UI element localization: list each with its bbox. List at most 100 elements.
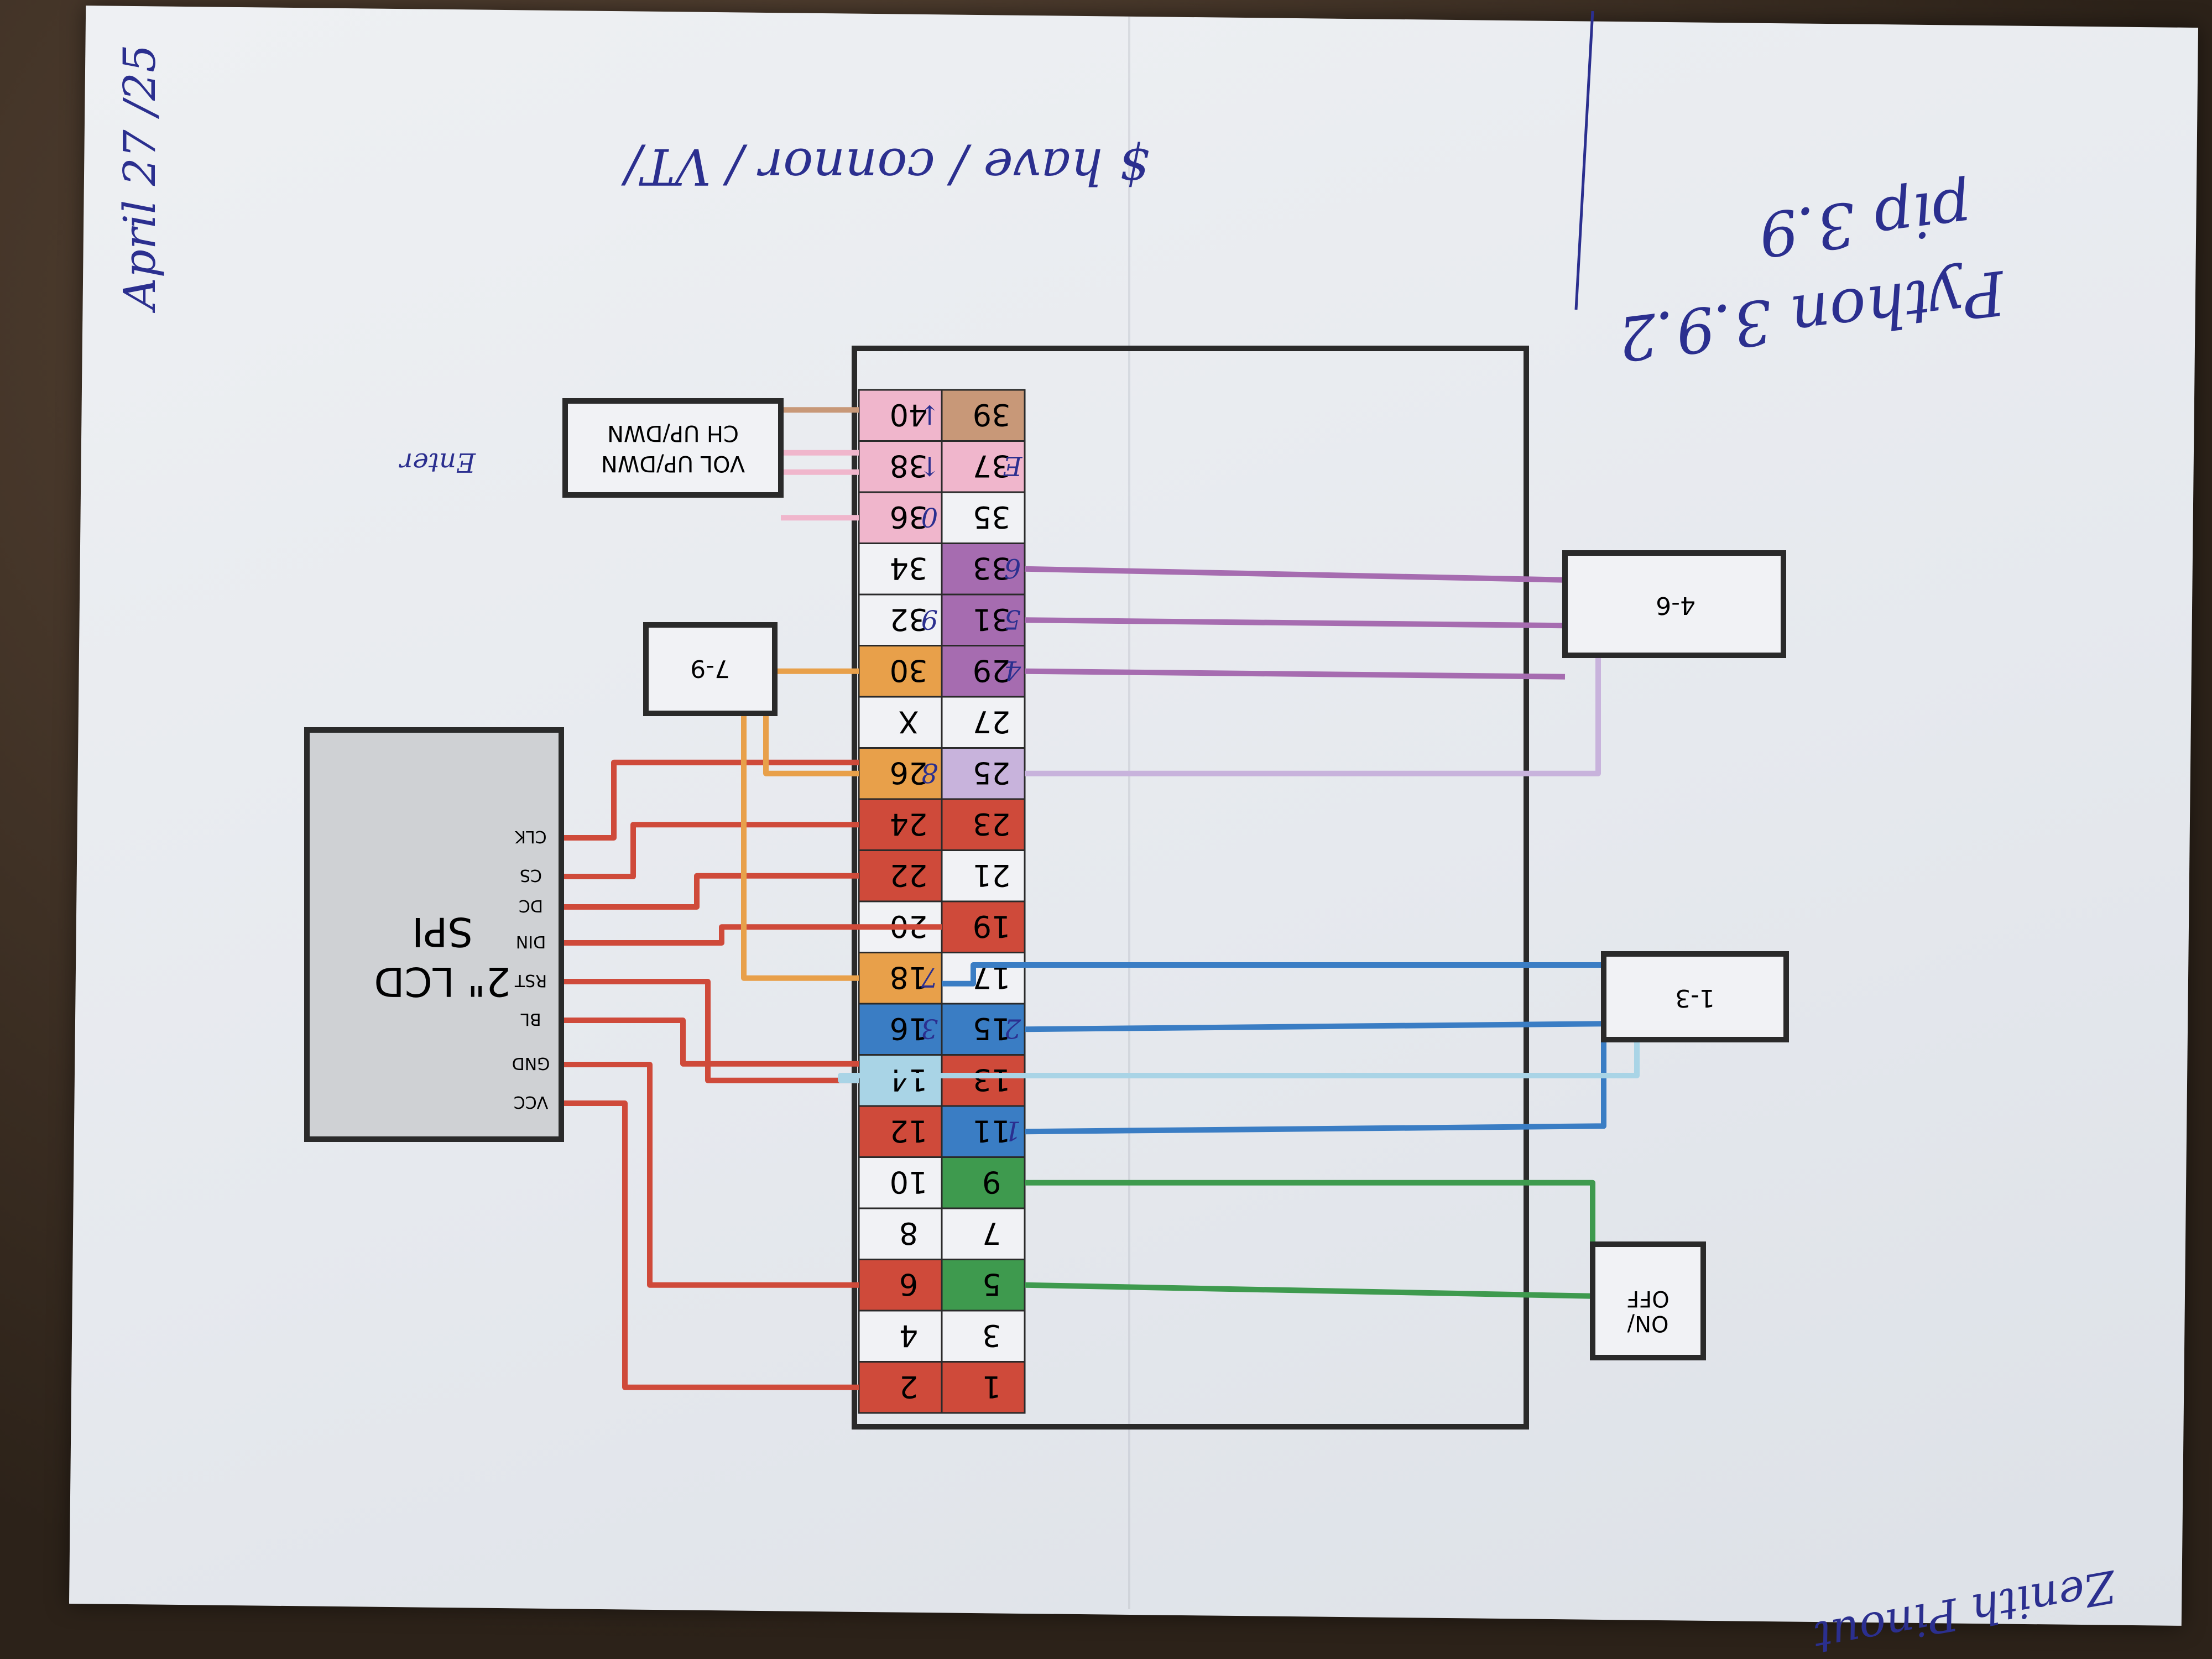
pin-inner-2-number: 2 xyxy=(899,1369,918,1404)
pi-board-outline xyxy=(852,346,1529,1430)
pin-39-cell xyxy=(941,389,1026,442)
pin-inner-38-number: 38 xyxy=(890,448,928,483)
pin-inner-30-cell xyxy=(858,645,943,698)
wire-vcc xyxy=(561,1100,859,1390)
pin-25-number: 25 xyxy=(973,755,1011,790)
pin-inner-14-number: 14 xyxy=(890,1062,928,1097)
wire-dc xyxy=(561,873,859,910)
pin-13-number: 13 xyxy=(973,1062,1011,1097)
pin-inner-40-number: 40 xyxy=(890,397,928,432)
pin-23-cell xyxy=(941,798,1026,851)
pin-39-number: 39 xyxy=(973,397,1011,432)
pin-9-number: 9 xyxy=(982,1165,1001,1199)
pin-13-cell xyxy=(941,1054,1026,1107)
pin-inner-2-cell xyxy=(858,1361,943,1414)
pin-inner-30-number: 30 xyxy=(890,653,928,688)
pin-inner-6-number: 6 xyxy=(899,1267,918,1302)
on-off-label-line1: ON/ xyxy=(1627,1311,1668,1336)
title-note: Zenith Pinout xyxy=(1809,1560,2121,1659)
pin-7-number: 7 xyxy=(982,1215,1001,1250)
pin-27-number: 27 xyxy=(973,704,1011,739)
pin-inner-40-cell xyxy=(858,389,943,442)
lcd-title-line2: SPI xyxy=(412,909,473,955)
keypad-4-6-box xyxy=(1562,550,1786,658)
pin-inner-24-number: 24 xyxy=(890,806,928,841)
wire-4-6-a xyxy=(1024,668,1566,680)
wire-on-off-b xyxy=(1025,1180,1595,1244)
pin-inner-34-number: 34 xyxy=(890,551,928,586)
wire-1-3-c xyxy=(942,962,1604,987)
pin-9-cell xyxy=(941,1156,1026,1209)
pin-inner-32-annotation: 9 xyxy=(921,603,938,634)
wire-cs xyxy=(561,822,859,879)
wire-7-9-c xyxy=(763,713,859,776)
pin-inner-32-cell xyxy=(858,593,943,646)
pin-inner-36-number: 36 xyxy=(890,499,928,534)
lcd-title-line1: 2" LCD xyxy=(374,958,511,1005)
pin-15-annotation: 2 xyxy=(1004,1013,1022,1044)
pin-inner-26-cell xyxy=(858,747,943,800)
pin-inner-4-number: 4 xyxy=(899,1318,918,1353)
wire-4-6-d xyxy=(1025,655,1601,776)
keypad-7-9-label: 7-9 xyxy=(690,654,730,682)
pin-inner-18-annotation: 7 xyxy=(921,962,938,993)
gpio-header: 13579111131521719212325272943153363537E3… xyxy=(858,389,1026,1414)
pin-29-number: 29 xyxy=(973,653,1011,688)
pin-inner-26-number: 26 xyxy=(890,755,928,790)
lcd-pin-label-dc: DC xyxy=(519,896,543,915)
wire-1-3-d xyxy=(838,1040,1640,1083)
pin-35-number: 35 xyxy=(973,499,1011,534)
lcd-pin-label-din: DIN xyxy=(516,932,546,951)
pin-inner-26-annotation: 8 xyxy=(921,757,938,788)
wire-rst xyxy=(561,979,859,1083)
pin-27-cell xyxy=(941,696,1026,749)
wire-din xyxy=(561,924,942,946)
pin-inner-40-annotation: ↓ xyxy=(919,399,941,430)
pin-31-number: 31 xyxy=(973,602,1011,637)
pin-19-number: 19 xyxy=(973,909,1011,943)
wire-gnd xyxy=(561,1062,859,1288)
pin-11-annotation: 1 xyxy=(1004,1115,1021,1146)
lcd-pin-label-bl: BL xyxy=(520,1009,541,1029)
wire-4-6-b xyxy=(1024,617,1566,629)
wire-4-6-c xyxy=(1024,566,1566,583)
lcd-pin-label-gnd: GND xyxy=(512,1053,550,1073)
wire-layer xyxy=(561,401,1640,1390)
pin-5-number: 5 xyxy=(982,1267,1001,1302)
keypad-7-9-box xyxy=(643,622,778,716)
wire-clk xyxy=(561,759,859,841)
pin-31-cell xyxy=(941,593,1026,646)
pin-inner-16-number: 16 xyxy=(890,1011,928,1046)
lcd-pin-label-clk: CLK xyxy=(514,827,547,846)
vol-label: VOL UP/DWN xyxy=(601,451,745,476)
ch-label: CH UP/DWN xyxy=(607,420,739,446)
pip-note: pip 3.9 xyxy=(1755,174,1976,270)
vol-ch-box xyxy=(562,398,784,498)
pin-17-cell xyxy=(941,952,1026,1005)
pin-33-annotation: 6 xyxy=(1004,552,1021,583)
pin-inner-6-cell xyxy=(858,1259,943,1312)
header-note: $ have / connor / VT/ xyxy=(621,137,1150,195)
on-off-label-line2: OFF xyxy=(1626,1286,1670,1311)
pin-37-number: 37 xyxy=(973,448,1011,483)
pin-inner-10-number: 10 xyxy=(890,1165,928,1199)
pin-inner-16-cell xyxy=(858,1003,943,1056)
pin-inner-36-annotation: 0 xyxy=(921,501,938,532)
pin-3-number: 3 xyxy=(982,1318,1001,1353)
lcd-module xyxy=(304,727,564,1142)
wire-1-3-b xyxy=(1024,1021,1604,1032)
pin-inner-38-annotation: ↑ xyxy=(919,450,941,481)
pin-inner-18-number: 18 xyxy=(890,960,928,995)
pin-37-annotation: E xyxy=(1003,450,1022,481)
pin-35-cell xyxy=(941,491,1026,544)
lcd-pin-label-rst: RST xyxy=(514,971,547,990)
divider-line xyxy=(1574,11,1594,310)
wire-7-9-b xyxy=(741,713,859,981)
pin-inner-4-cell xyxy=(858,1310,943,1363)
pin-29-annotation: 4 xyxy=(1004,655,1022,686)
wire-1-3-a xyxy=(1024,1034,1606,1135)
wire-bl xyxy=(561,1018,859,1067)
lcd-pin-label-cs: CS xyxy=(520,865,542,885)
pin-11-number: 11 xyxy=(973,1113,1011,1148)
